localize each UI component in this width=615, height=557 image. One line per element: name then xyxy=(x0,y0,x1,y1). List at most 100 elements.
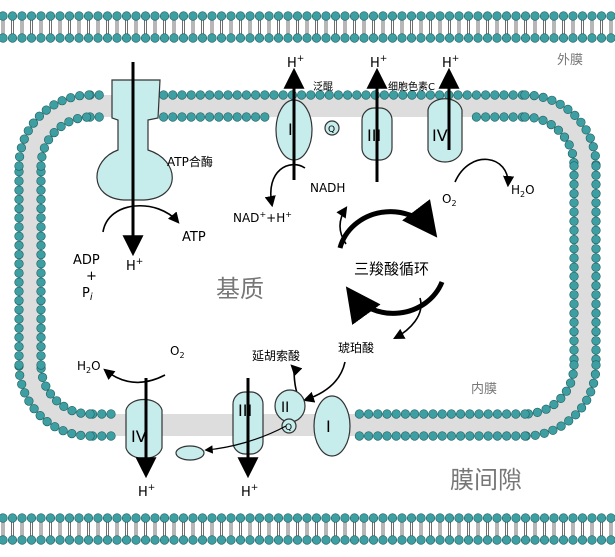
lipid-head xyxy=(36,305,46,315)
plus-sign: + xyxy=(86,269,97,284)
lipid-head xyxy=(245,33,255,43)
lipid-head xyxy=(425,513,436,523)
lipid-tail xyxy=(448,20,451,34)
lipid-head xyxy=(17,513,27,523)
lipid-head xyxy=(7,513,18,523)
lipid-head xyxy=(591,216,601,226)
lipid-tail xyxy=(239,522,242,536)
lipid-tail xyxy=(220,20,223,34)
lipid-head xyxy=(406,33,417,43)
lipid-head xyxy=(14,286,24,297)
intermembrane-space-label: 膜间隙 xyxy=(450,466,522,494)
lipid-tail xyxy=(30,522,33,536)
nad-text: NAD xyxy=(233,211,259,225)
lipid-tail xyxy=(552,522,556,536)
lipid-head xyxy=(490,90,500,100)
lipid-tail xyxy=(495,20,499,34)
lipid-tail xyxy=(39,522,43,536)
lipid-head xyxy=(102,513,113,523)
lipid-head xyxy=(591,170,601,180)
lipid-head xyxy=(26,11,37,21)
lipid-head xyxy=(568,513,578,523)
lipid-tail xyxy=(286,20,290,34)
lipid-head xyxy=(93,535,103,545)
lipid-head xyxy=(0,11,8,21)
lipid-head xyxy=(94,112,104,122)
lipid-head xyxy=(481,112,491,122)
lipid-head xyxy=(245,11,255,21)
lipid-head xyxy=(456,409,466,419)
lipid-tail xyxy=(600,522,603,536)
lipid-head xyxy=(14,360,24,370)
lipid-tail xyxy=(210,20,214,34)
lipid-head xyxy=(36,176,46,186)
lipid-head xyxy=(520,112,530,122)
lipid-head xyxy=(591,336,601,346)
lipid-head xyxy=(14,250,24,260)
lipid-tail xyxy=(258,20,261,34)
lipid-head xyxy=(17,33,27,43)
lipid-head xyxy=(83,11,94,21)
lipid-head xyxy=(7,11,18,21)
lipid-head xyxy=(553,125,564,135)
lipid-head xyxy=(83,33,94,43)
lipid-head xyxy=(85,431,95,441)
complex-iv-bottom-label: IV xyxy=(131,427,147,446)
lipid-tail xyxy=(457,20,461,34)
lipid-tail xyxy=(125,522,128,536)
lipid-head xyxy=(492,409,503,419)
lipid-tail xyxy=(505,522,508,536)
lipid-head xyxy=(492,33,502,43)
h-complex-i: H+ xyxy=(287,54,304,71)
lipid-head xyxy=(482,535,493,545)
lipid-head xyxy=(207,11,217,21)
lipid-head xyxy=(245,535,255,545)
lipid-head xyxy=(425,535,436,545)
lipid-tail xyxy=(495,522,499,536)
lipid-head xyxy=(93,33,103,43)
tca-cycle-label: 三羧酸循环 xyxy=(354,260,429,278)
lipid-tail xyxy=(324,522,328,536)
lipid-tail xyxy=(296,522,299,536)
lipid-head xyxy=(520,90,530,100)
succinate-label: 琥珀酸 xyxy=(338,340,374,355)
lipid-head xyxy=(39,143,50,153)
lipid-head xyxy=(226,33,236,43)
lipid-head xyxy=(569,281,579,291)
outer-membrane-bottom xyxy=(0,513,615,545)
lipid-head xyxy=(549,535,559,545)
lipid-head xyxy=(159,33,170,43)
lipid-tail xyxy=(77,20,81,34)
lipid-tail xyxy=(600,20,603,34)
lipid-head xyxy=(490,112,500,122)
lipid-head xyxy=(72,113,83,124)
h-letter: H xyxy=(287,56,297,71)
lipid-head xyxy=(260,112,270,122)
lipid-head xyxy=(66,93,76,103)
lipid-head xyxy=(473,33,483,43)
h-superscript: + xyxy=(136,257,144,267)
lipid-tail xyxy=(39,20,43,34)
lipid-head xyxy=(569,317,579,328)
lipid-head xyxy=(64,117,74,127)
lipid-head xyxy=(591,360,601,370)
lipid-head xyxy=(17,11,27,21)
lipid-tail xyxy=(134,20,138,34)
lipid-head xyxy=(241,90,251,100)
lipid-head xyxy=(577,11,588,21)
lipid-head xyxy=(368,513,379,523)
h-atp-synthase: H+ xyxy=(126,257,143,274)
lipid-tail xyxy=(429,20,432,34)
lipid-head xyxy=(321,513,331,523)
outer-membrane-label: 外膜 xyxy=(557,53,583,68)
lipid-tail xyxy=(58,522,62,536)
lipid-head xyxy=(207,513,217,523)
lipid-head xyxy=(606,535,615,545)
lipid-head xyxy=(591,235,601,245)
lipid-head xyxy=(14,240,24,250)
complex-i-bottom xyxy=(313,395,351,457)
lipid-head xyxy=(568,369,578,379)
o2-o: O xyxy=(170,344,179,358)
lipid-head xyxy=(563,104,573,114)
lipid-head xyxy=(591,207,601,217)
